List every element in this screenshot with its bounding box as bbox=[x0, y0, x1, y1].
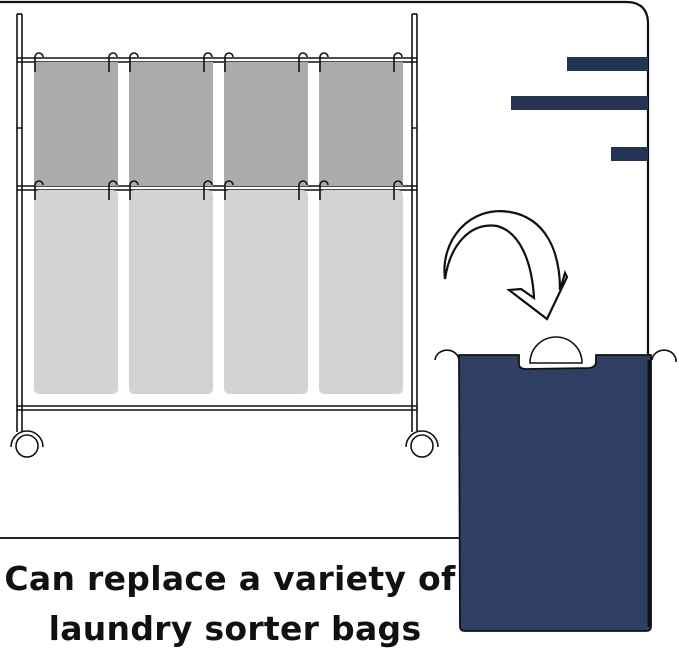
navy-replacement-bag bbox=[458, 354, 652, 632]
caption-line-2: laundry sorter bags bbox=[48, 609, 422, 648]
sorter-bag-4 bbox=[319, 190, 403, 394]
wheel-right-icon bbox=[405, 430, 439, 458]
sorter-bag-top-1 bbox=[34, 62, 118, 186]
hooks-middle bbox=[34, 180, 403, 200]
curved-arrow-icon bbox=[443, 210, 569, 321]
sorter-bag-top-2 bbox=[129, 62, 213, 186]
wheel-left-icon bbox=[10, 430, 44, 458]
panel-border bbox=[0, 0, 650, 540]
sorter-bag-top-4 bbox=[319, 62, 403, 186]
sorter-bag-3 bbox=[224, 190, 308, 394]
lower-bags bbox=[34, 190, 403, 394]
sorter-bag-1 bbox=[34, 190, 118, 394]
top-tier-bags bbox=[34, 62, 403, 186]
decor-bar-1 bbox=[567, 57, 648, 71]
caption-line-1: Can replace a variety of bbox=[4, 559, 456, 598]
sorter-bag-2 bbox=[129, 190, 213, 394]
bag-hook-left-icon bbox=[434, 349, 460, 363]
bag-hook-right-icon bbox=[651, 349, 677, 363]
hooks-top bbox=[34, 52, 403, 72]
sorter-bag-top-3 bbox=[224, 62, 308, 186]
decor-bar-2 bbox=[511, 96, 648, 110]
bag-handle-icon bbox=[529, 336, 583, 364]
decor-bar-3 bbox=[611, 147, 648, 161]
